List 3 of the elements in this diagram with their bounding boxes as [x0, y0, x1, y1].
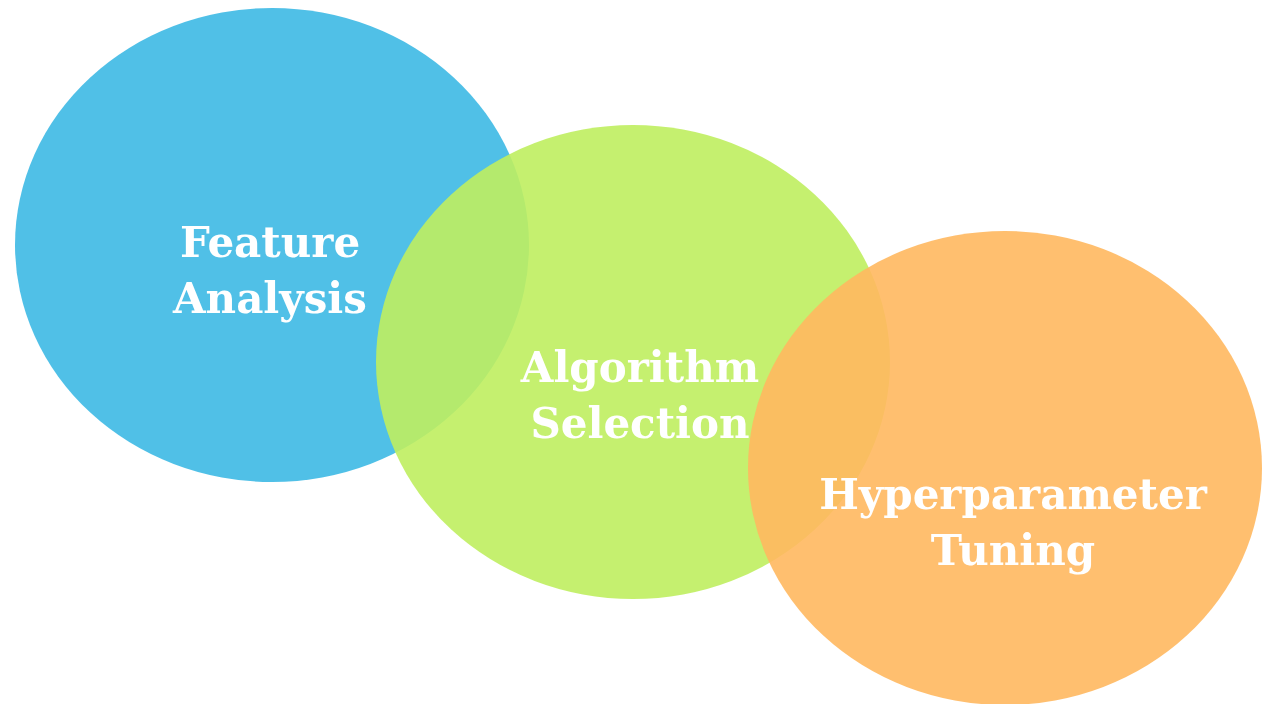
- node-label: Hyperparameter Tuning: [818, 469, 1209, 577]
- node-label: Feature Analysis: [171, 217, 368, 325]
- node-label: Algorithm Selection: [519, 342, 761, 450]
